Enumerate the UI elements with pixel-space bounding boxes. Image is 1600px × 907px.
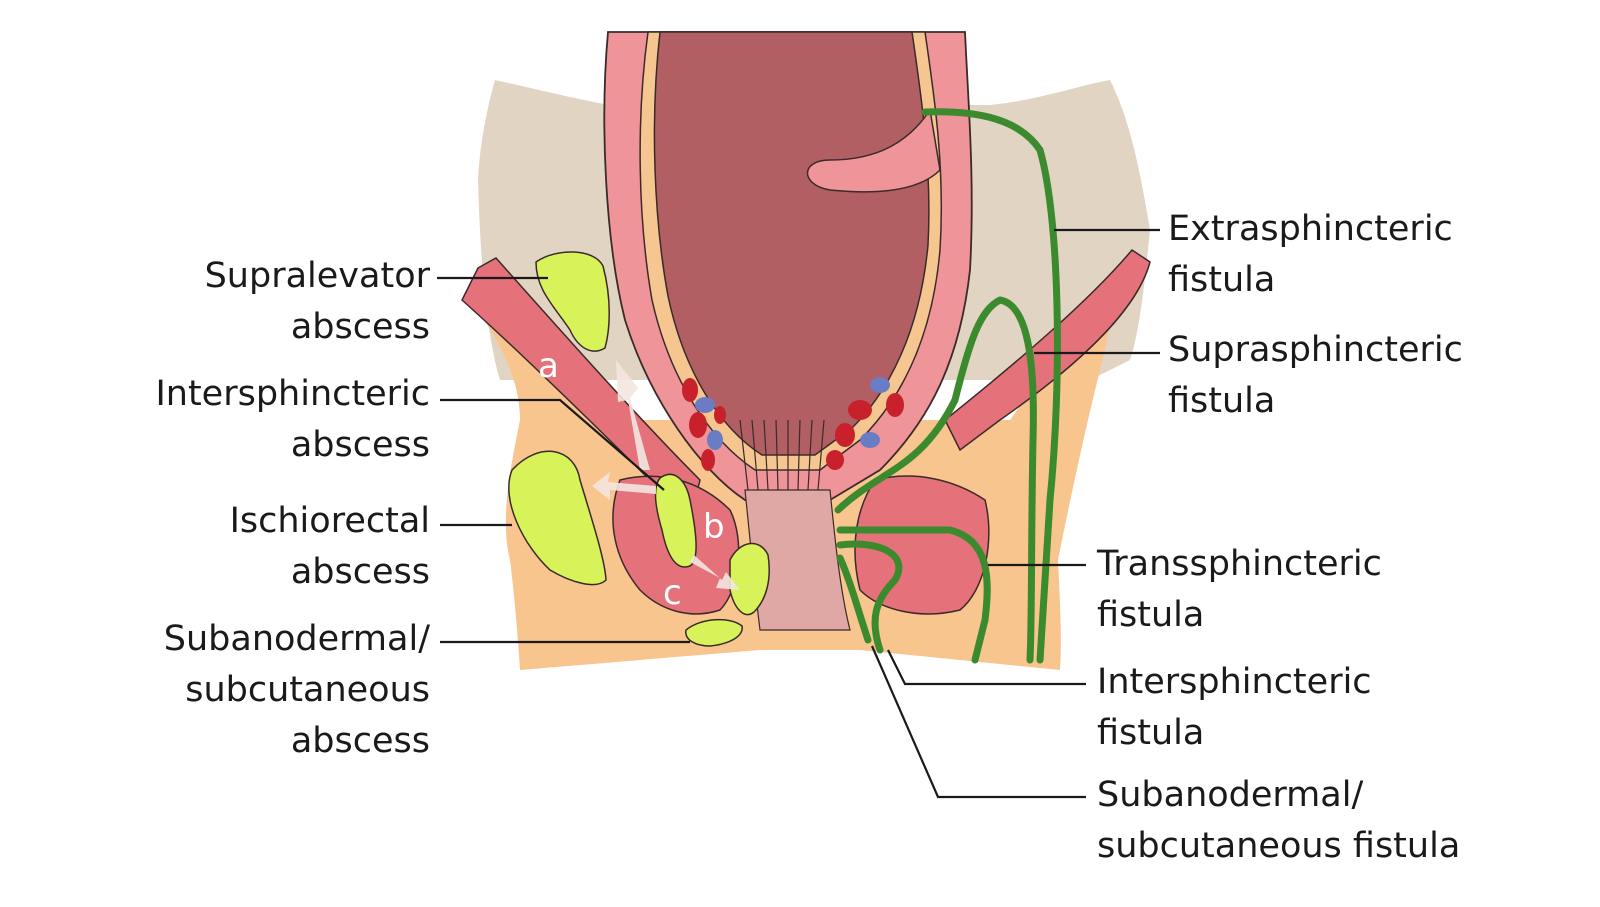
leader-subanodermal-fistula	[870, 645, 1086, 799]
fistula-tracts	[834, 108, 1061, 664]
internal-sphincter-right	[854, 475, 990, 615]
anal-canal	[744, 489, 851, 631]
spread-arrows	[592, 360, 740, 590]
ischiorectal-abscess	[508, 450, 607, 586]
label-line: Intersphincteric	[1097, 662, 1372, 702]
leader-lines	[437, 228, 1160, 799]
label-intersphincteric-fistula: Intersphincteric fistula	[1097, 657, 1372, 759]
label-line: Suprasphincteric	[1168, 330, 1463, 370]
subanodermal-abscess	[685, 618, 743, 647]
perianal-abscess	[729, 542, 770, 616]
label-line: abscess	[290, 307, 430, 347]
intersphincteric-abscess	[654, 473, 697, 568]
label-line: Ischiorectal	[229, 501, 430, 541]
label-line: Intersphincteric	[155, 374, 430, 414]
leader-intersphincteric-fistula	[887, 649, 1086, 686]
label-line: abscess	[290, 552, 430, 592]
intersphincteric-fistula-tract	[836, 540, 903, 654]
levator-ani-right	[944, 249, 1151, 452]
extrasphincteric-fistula-tract	[921, 108, 1061, 664]
label-ischiorectal-abscess: Ischiorectal abscess	[230, 496, 430, 598]
route-marker-a: a	[538, 346, 559, 386]
label-line: Subanodermal/	[163, 619, 430, 659]
label-line: fistula	[1168, 260, 1276, 300]
hemorrhoidal-plexus-left	[682, 378, 726, 471]
label-line: abscess	[290, 425, 430, 465]
anal-columns	[739, 419, 825, 491]
label-line: Extrasphincteric	[1168, 209, 1453, 249]
suprasphincteric-fistula-tract	[834, 296, 1037, 664]
label-subanodermal-abscess: Subanodermal/ subcutaneous abscess	[164, 614, 430, 767]
label-line: Supralevator	[204, 256, 430, 296]
route-marker-c: c	[663, 573, 682, 613]
label-line: Subanodermal/	[1097, 775, 1364, 815]
route-marker-b: b	[703, 507, 725, 547]
label-line: abscess	[290, 721, 430, 761]
label-line: subcutaneous fistula	[1097, 826, 1461, 866]
label-suprasphincteric-fistula: Suprasphincteric fistula	[1168, 325, 1463, 427]
label-supralevator-abscess: Supralevator abscess	[205, 251, 430, 353]
label-line: Transsphincteric	[1097, 544, 1382, 584]
label-line: fistula	[1097, 713, 1205, 753]
hemorrhoidal-plexus-right	[826, 377, 904, 470]
label-line: fistula	[1097, 595, 1205, 635]
label-transsphincteric-fistula: Transsphincteric fistula	[1097, 539, 1382, 641]
label-intersphincteric-abscess: Intersphincteric abscess	[155, 369, 430, 471]
label-line: subcutaneous	[185, 670, 430, 710]
label-subanodermal-fistula: Subanodermal/ subcutaneous fistula	[1097, 770, 1460, 872]
transsphincteric-fistula-tract	[836, 526, 991, 664]
label-line: fistula	[1168, 381, 1276, 421]
leader-intersphincteric-abscess	[440, 398, 665, 491]
subanodermal-fistula-tract	[836, 554, 872, 644]
supralevator-abscess	[535, 251, 610, 352]
rectal-fold	[806, 108, 941, 193]
label-extrasphincteric-fistula: Extrasphincteric fistula	[1168, 204, 1453, 306]
